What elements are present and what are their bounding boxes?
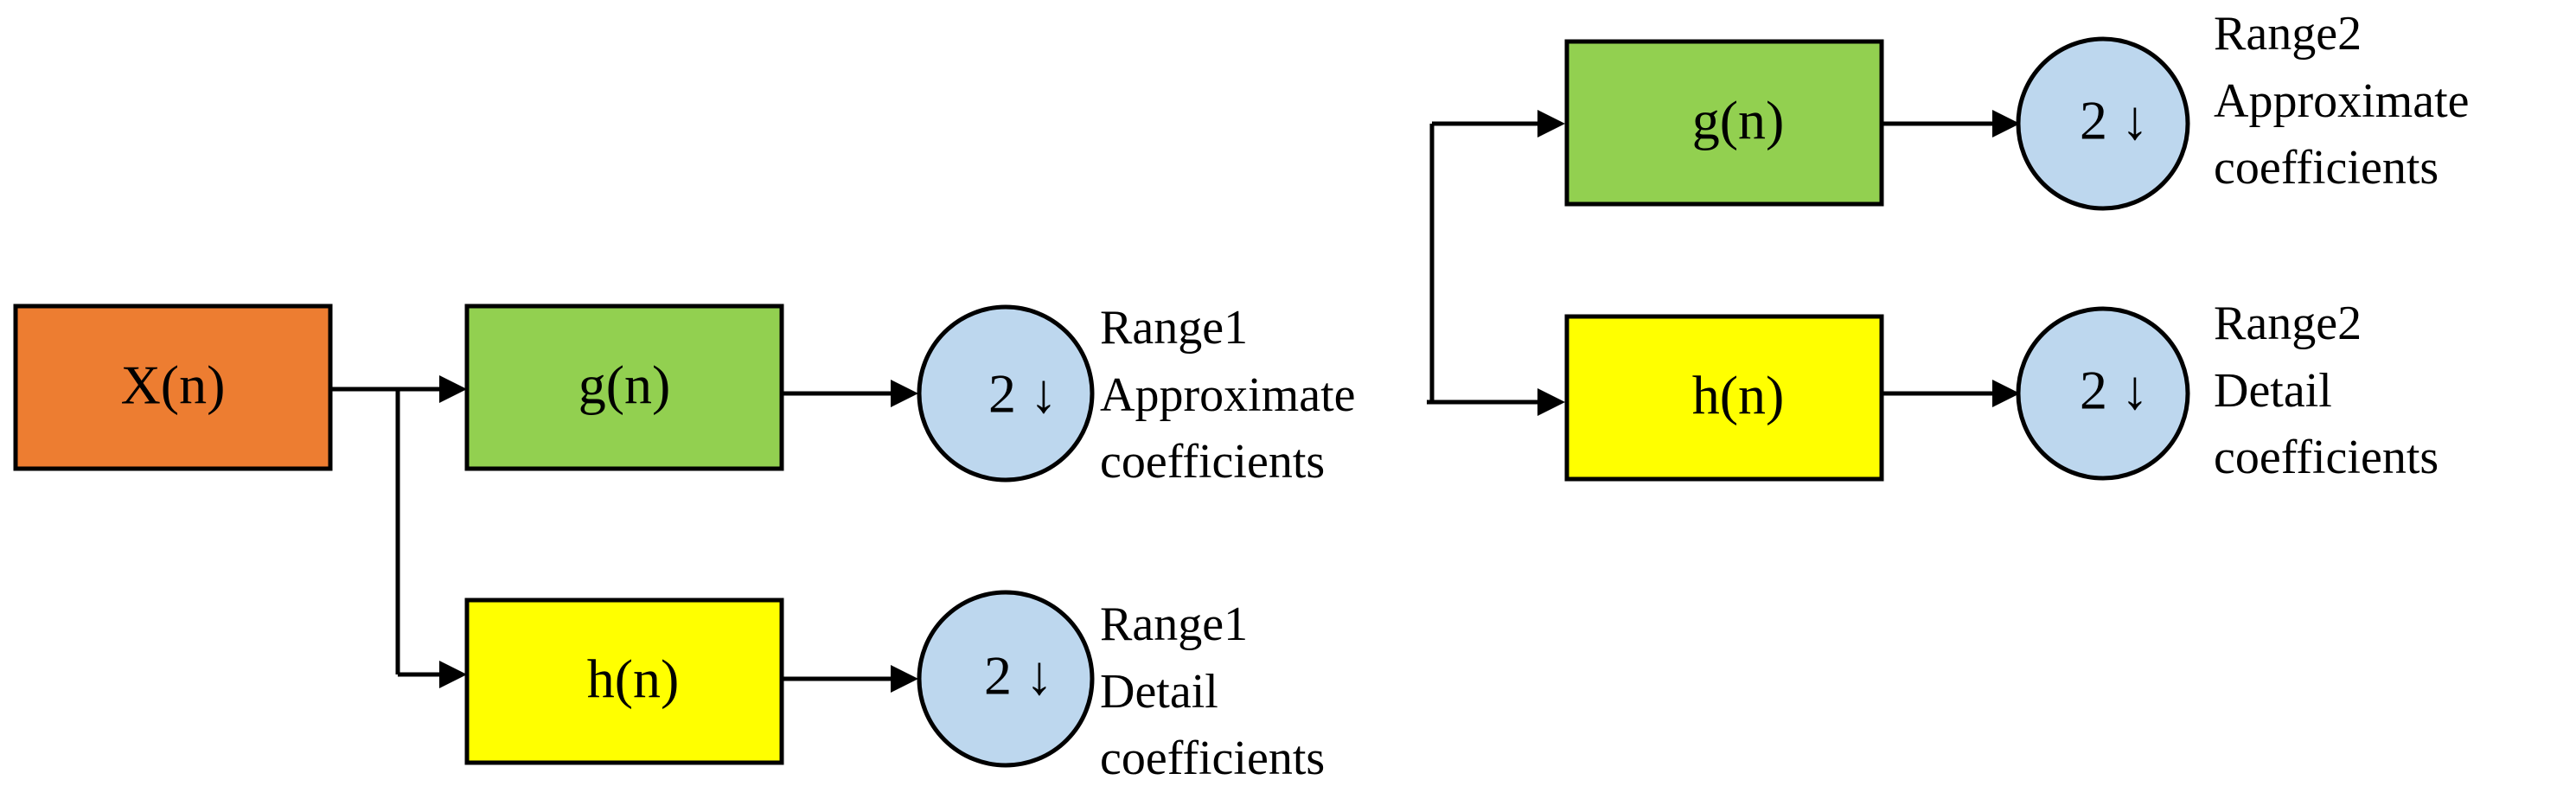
connectors — [332, 110, 2020, 693]
level2-approx-caption-line1: Range2 — [2214, 7, 2362, 61]
input-block-rect — [13, 304, 333, 471]
arrowhead-h1-in — [439, 661, 467, 688]
level2-downsample-detail-circle — [2016, 306, 2190, 481]
level1-highpass-rect — [464, 598, 784, 765]
level2-highpass-label: h(n) — [1692, 365, 1785, 426]
level1-approx-caption: Range1 Approximate coefficients — [1100, 301, 1355, 489]
level2-detail-caption: Range2 Detail coefficients — [2214, 297, 2439, 484]
level1-downsample-detail-label: 2 ↓ — [984, 645, 1053, 706]
level2-highpass-rect — [1564, 314, 1884, 482]
level2-lowpass-filter: g(n) — [1564, 39, 1884, 207]
level1-detail-caption-line3: coefficients — [1100, 732, 1325, 785]
level1-detail-caption-line1: Range1 — [1100, 598, 1248, 651]
level2-approx-caption-line2: Approximate — [2214, 74, 2469, 128]
level2-downsample-approx-circle — [2016, 36, 2190, 211]
arrowhead-h2-in — [1537, 388, 1565, 416]
arrowhead-g2-in — [1537, 110, 1565, 137]
arrowhead-g1-in — [439, 375, 467, 403]
level2-downsample-detail: 2 ↓ — [2016, 306, 2190, 481]
level1-detail-caption-line2: Detail — [1100, 665, 1218, 719]
arrowhead-ds1d-in — [891, 665, 918, 693]
arrowhead-ds1a-in — [891, 380, 918, 407]
level1-downsample-detail: 2 ↓ — [917, 590, 1095, 768]
arrowhead-ds2a-in — [1992, 110, 2020, 137]
level2-downsample-approx-label: 2 ↓ — [2080, 90, 2149, 151]
level2-downsample-detail-label: 2 ↓ — [2080, 360, 2149, 421]
level2-highpass-filter: h(n) — [1564, 314, 1884, 482]
level2-downsample-approx: 2 ↓ — [2016, 36, 2190, 211]
level1-approx-caption-line3: coefficients — [1100, 435, 1325, 489]
level2-detail-caption-line1: Range2 — [2214, 297, 2362, 350]
level1-approx-caption-line2: Approximate — [1100, 368, 1355, 422]
level1-downsample-detail-circle — [917, 590, 1095, 768]
level1-highpass-label: h(n) — [587, 649, 680, 710]
level1-detail-caption: Range1 Detail coefficients — [1100, 598, 1325, 785]
level1-lowpass-label: g(n) — [578, 355, 671, 416]
level1-lowpass-filter: g(n) — [464, 304, 784, 471]
level2-detail-caption-line3: coefficients — [2214, 431, 2439, 484]
level1-approx-caption-line1: Range1 — [1100, 301, 1248, 355]
level1-lowpass-rect — [464, 304, 784, 471]
level1-downsample-approx-label: 2 ↓ — [988, 363, 1058, 425]
level2-approx-caption: Range2 Approximate coefficients — [2214, 7, 2469, 195]
level2-lowpass-rect — [1564, 39, 1884, 207]
level2-approx-caption-line3: coefficients — [2214, 141, 2439, 195]
arrowhead-ds2d-in — [1992, 380, 2020, 407]
input-block-label: X(n) — [121, 355, 226, 416]
level1-downsample-approx: 2 ↓ — [917, 304, 1095, 483]
level2-lowpass-label: g(n) — [1692, 90, 1785, 151]
input-block: X(n) — [13, 304, 333, 471]
level2-detail-caption-line2: Detail — [2214, 364, 2332, 418]
level1-highpass-filter: h(n) — [464, 598, 784, 765]
level1-downsample-approx-circle — [917, 304, 1095, 483]
